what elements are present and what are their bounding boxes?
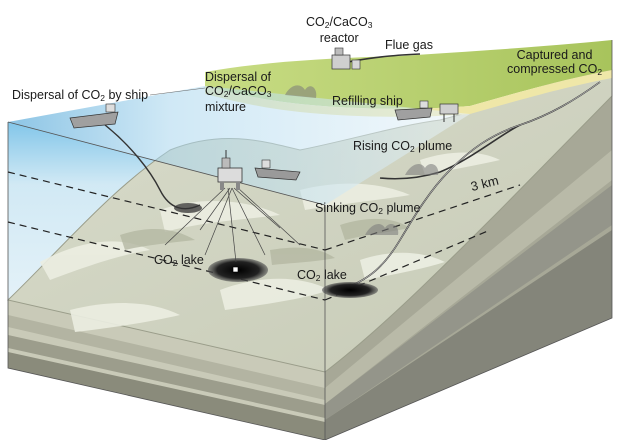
sinking-plume-label: Sinking CO2 plume [315,201,421,216]
plumes [285,85,439,235]
offshore-platform-icon [217,150,243,190]
co2-lake-left-label: CO2 lake [154,253,204,268]
tanker-ship-icon [254,159,301,181]
reactor-building-icon [331,47,361,70]
captured-co2-label: Captured and compressed CO2 [507,48,603,78]
front-strata [8,300,325,440]
refilling-ship-label: Refilling ship [332,94,403,108]
refilling-ship-icon [394,100,459,122]
platform-tethers [164,187,301,263]
sea-surface [8,86,470,205]
rising-plume-label: Rising CO2 plume [353,139,453,154]
reactor-label: CO2/CaCO3 reactor [306,15,373,45]
co2-lake-right [322,282,378,298]
dispersal-ship-icon [69,103,119,129]
dispersal-by-ship-label: Dispersal of CO2 by ship [12,88,149,103]
co2-lake-right-label: CO2 lake [297,268,347,283]
flue-gas-label: Flue gas [385,38,433,52]
right-strata [325,96,612,440]
dispersal-mixture-label: Dispersal of CO2/CaCO3 mixture [205,70,272,115]
